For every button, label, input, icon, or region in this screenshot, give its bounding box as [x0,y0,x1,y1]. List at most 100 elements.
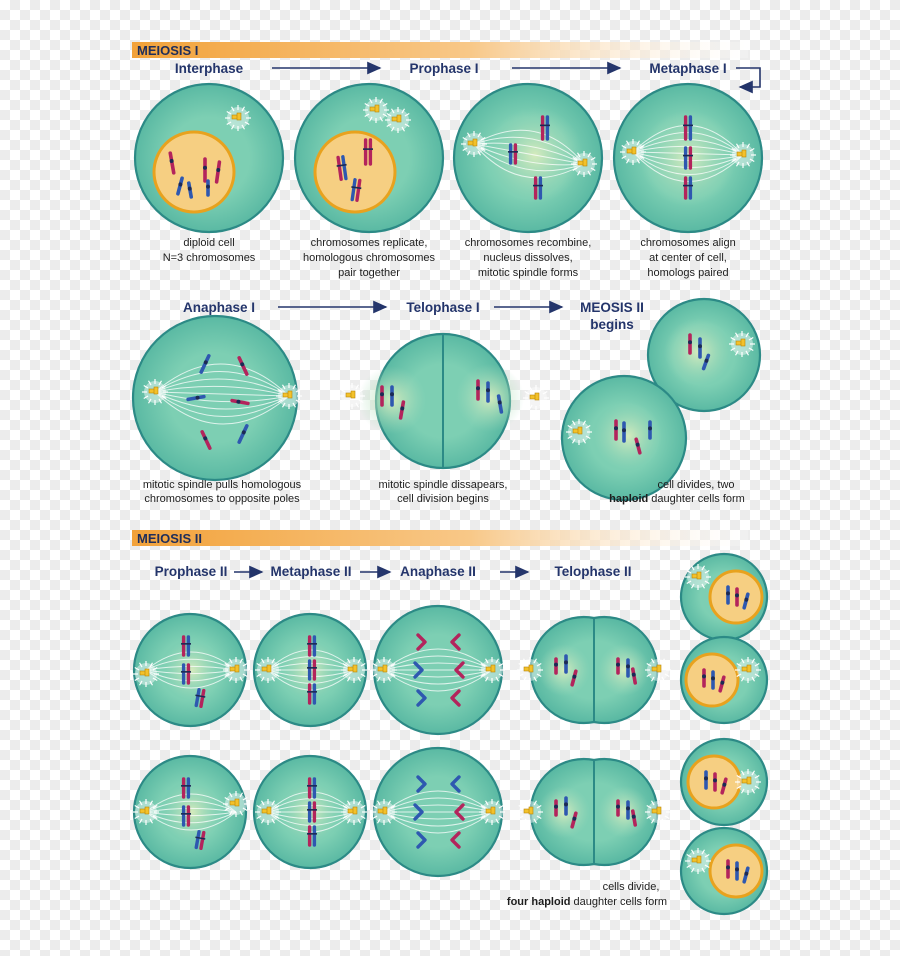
cell-interphase [133,82,285,234]
centrosome-ray [271,676,276,682]
caption-line: haploid daughter cells form [609,493,745,505]
centromere [203,360,208,365]
caption-line: cell divides, two [657,479,734,491]
centrosome-ray [386,112,392,117]
spindle-fiber [145,811,237,831]
centromere [704,776,708,781]
chromosome-pair [540,115,550,141]
chromosome [398,400,406,420]
centrosome-ray [271,658,276,664]
spindle-fiber [473,143,585,165]
centrosome-ray [646,662,652,667]
centrosome-ray [355,384,360,390]
chromatid [199,830,206,850]
centriole [382,806,388,815]
centrosome-ray [582,420,587,426]
cell-prophase1 [293,82,445,234]
centrosome-ray [704,569,710,574]
centrosome-ray [701,849,706,855]
spindle-fiber [145,811,237,824]
centrosome-ray [736,774,742,779]
centrosome-ray [368,98,373,104]
centrosome-icon [341,657,367,683]
centriole [696,855,702,864]
centrosome-ray [143,395,149,400]
centrosome-ray [342,804,348,809]
centrosome-icon [142,379,168,405]
chromosome [726,859,730,879]
centriole [234,664,240,673]
centrosome-icon [255,799,281,825]
centrosome-ray [226,121,232,126]
chromatid [336,155,343,181]
cell-prophase2-lower [132,754,249,870]
centrosome-ray [244,121,250,126]
centrosome-ray [228,658,233,664]
centrosome-ray [149,662,154,668]
nuclear-region [162,782,222,842]
centrosome-ray [404,123,410,128]
centrosome-ray [740,788,745,794]
centrosome-ray [364,102,370,107]
spindle-fiber [383,669,493,678]
caption-line: cells divide, [603,881,660,893]
centromere [744,871,749,876]
centrosome-ray [372,673,378,678]
chromosome [570,669,578,687]
centrosome-ray [372,804,378,809]
centromere [631,672,636,677]
centrosome-ray [661,658,666,664]
chromosome [380,385,384,407]
stage-label-metaphase2: Metaphase II [270,564,351,579]
centriole [153,386,159,395]
chromosome [648,420,652,440]
centrosome-ray [230,106,235,112]
caption-line: chromosomes replicate, [311,237,428,249]
spindle-fiber [154,385,290,397]
meiosis2-title: MEIOSIS II [137,531,202,546]
centrosome-ray [533,676,538,682]
centromere [616,662,620,667]
centrosome-ray [528,386,533,392]
stage-label-prophase1: Prophase I [409,61,478,76]
centrosome-ray [572,167,578,172]
centrosome-ray [686,569,692,574]
centrosome-icon [523,385,549,411]
spindle-fiber [154,391,290,418]
caption-line: diploid cell [183,237,234,249]
centrosome-ray [751,676,756,682]
spindle-fiber [145,651,237,671]
centrosome-ray [242,796,248,801]
centrosome-ray [404,112,410,117]
centrosome-ray [239,676,244,682]
centrosome-ray [736,785,742,790]
spindle-fiber [383,811,493,827]
centromere [206,184,210,189]
spindle-fiber [473,142,585,165]
chromatid [450,831,461,849]
centrosome-ray [376,676,381,682]
centrosome-icon [517,657,543,683]
centrosome-icon [225,105,251,131]
centrosome-ray [274,815,280,820]
centrosome-ray [524,390,530,395]
chromosome-pair [181,805,191,827]
centrosome-ray [260,658,265,664]
centrosome-ray [344,384,349,390]
centrosome-ray [731,147,737,152]
centriole [746,776,752,785]
spindle-fiber [145,807,237,813]
chromosome [702,668,706,688]
centrosome-ray [342,673,348,678]
stage-label-prophase2: Prophase II [155,564,228,579]
spindle-fiber [154,391,290,425]
centrosome-ray [360,815,366,820]
centrosome-ray [748,347,754,352]
chromosome-pair [363,138,373,166]
centrosome-ray [621,155,627,160]
caption-line: mitotic spindle forms [478,267,579,279]
centrosome-ray [281,402,286,408]
caption-bold: haploid [609,493,648,505]
spindle-fiber [383,790,493,813]
centrosome-ray [498,815,504,820]
